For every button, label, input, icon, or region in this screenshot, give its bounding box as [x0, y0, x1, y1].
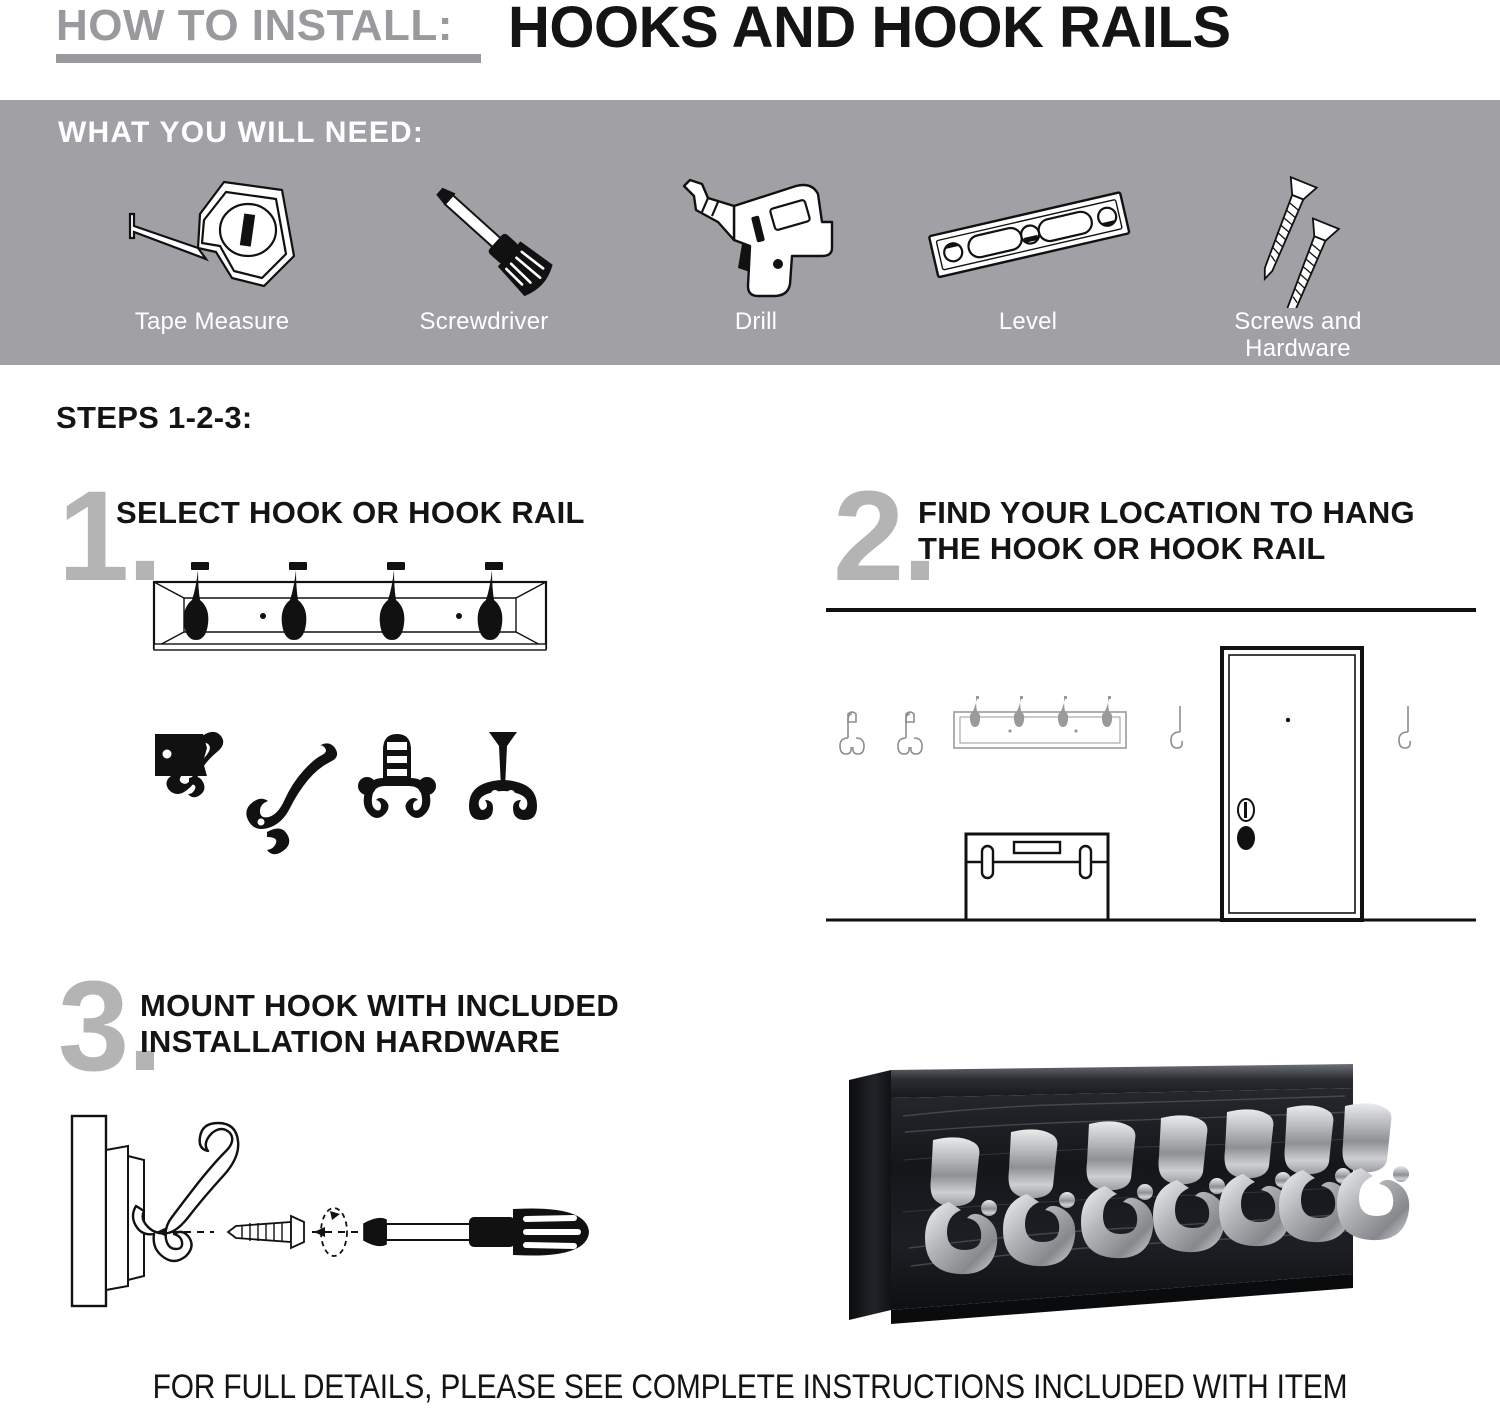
tool-item-screws: Screws and Hardware	[1158, 160, 1438, 362]
tool-label-screwdriver: Screwdriver	[419, 308, 549, 335]
step-2-heading-line1: FIND YOUR LOCATION TO HANG	[918, 495, 1415, 530]
step-3-heading-line1: MOUNT HOOK WITH INCLUDED	[140, 988, 620, 1023]
tool-label-level: Level	[998, 308, 1058, 335]
screws-icon	[1158, 160, 1438, 308]
page-title: HOOKS AND HOOK RAILS	[508, 0, 1231, 60]
hook-style-double	[358, 734, 436, 818]
step-1-heading: SELECT HOOK OR HOOK RAIL	[116, 495, 585, 530]
tape-measure-icon	[72, 160, 352, 308]
tool-label-drill: Drill	[734, 308, 778, 335]
step-2-number: 2.	[833, 465, 938, 608]
tool-item-drill: Drill	[616, 160, 896, 360]
what-you-will-need-band: WHAT YOU WILL NEED: Tape Measure	[0, 100, 1500, 365]
room-placement-diagram	[826, 602, 1476, 937]
drill-icon	[616, 160, 896, 308]
mount-hook-diagram	[66, 1110, 716, 1315]
hook-style-triple	[469, 732, 537, 820]
hook-style-plate	[155, 731, 224, 798]
hook-rail-diagram	[150, 552, 550, 677]
footer-note: FOR FULL DETAILS, PLEASE SEE COMPLETE IN…	[152, 1368, 1348, 1406]
what-you-will-need-heading: WHAT YOU WILL NEED:	[58, 116, 425, 149]
page-header: HOW TO INSTALL: HOOKS AND HOOK RAILS	[0, 0, 1500, 90]
screwdriver-icon	[344, 160, 624, 308]
tool-label-screws-line2: Hardware	[1245, 335, 1351, 362]
tool-label-screws-line1: Screws and	[1234, 308, 1362, 335]
level-icon	[888, 160, 1168, 308]
step-3-heading: MOUNT HOOK WITH INCLUDED INSTALLATION HA…	[140, 988, 619, 1060]
step-3-heading-line2: INSTALLATION HARDWARE	[140, 1024, 561, 1059]
tool-label-tape-measure: Tape Measure	[134, 308, 290, 335]
header-eyebrow-block: HOW TO INSTALL:	[56, 2, 506, 63]
step-2-heading-line2: THE HOOK OR HOOK RAIL	[918, 531, 1326, 566]
step-2-heading: FIND YOUR LOCATION TO HANG THE HOOK OR H…	[918, 495, 1415, 567]
tool-item-level: Level	[888, 160, 1168, 360]
steps-heading: STEPS 1-2-3:	[56, 400, 253, 435]
header-underline-rule	[56, 54, 481, 63]
step-1-number: 1.	[58, 465, 163, 608]
tool-item-tape-measure: Tape Measure	[72, 160, 352, 360]
hook-style-scroll	[246, 743, 338, 855]
tool-item-screwdriver: Screwdriver	[344, 160, 624, 360]
step-3-number: 3.	[58, 955, 163, 1098]
hook-styles-diagram	[145, 726, 565, 871]
header-eyebrow: HOW TO INSTALL:	[56, 1, 453, 50]
product-photo-hook-rail	[845, 1062, 1475, 1327]
